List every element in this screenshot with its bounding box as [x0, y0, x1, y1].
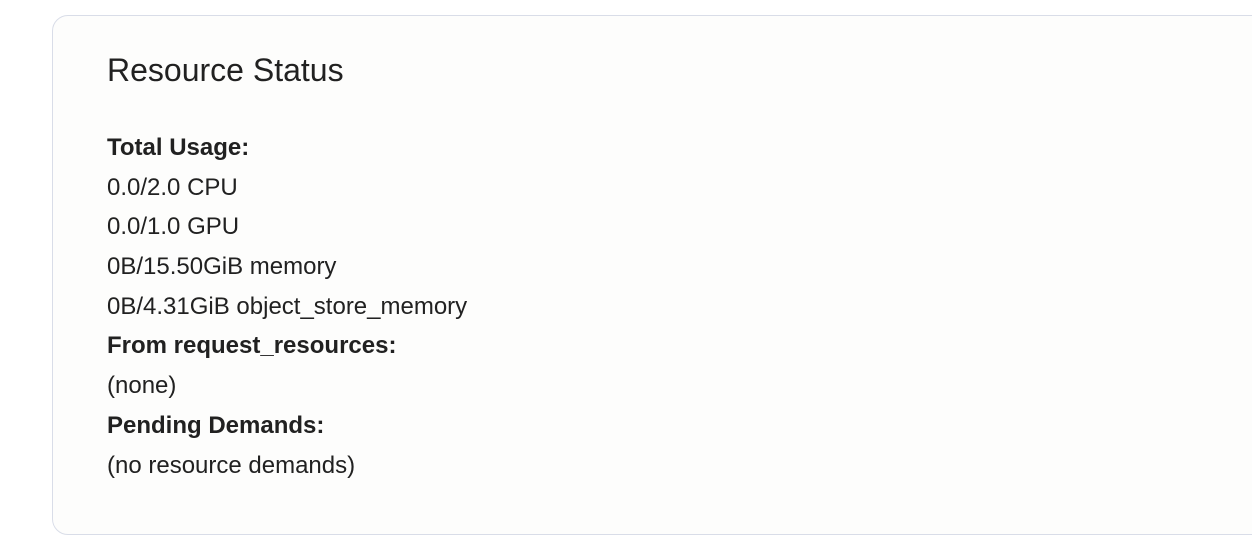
- total-usage-heading: Total Usage:: [107, 134, 250, 161]
- pending-demands-heading: Pending Demands:: [107, 411, 325, 439]
- card-title: Resource Status: [107, 52, 344, 88]
- pending-demands-value: (no resource demands): [107, 451, 356, 479]
- gpu-usage: 0.0/1.0 GPU: [107, 213, 240, 241]
- request-resources-heading: From request_resources:: [107, 332, 397, 360]
- object-store-memory-usage: 0B/4.31GiB object_store_memory: [107, 292, 468, 320]
- cpu-usage: 0.0/2.0 CPU: [107, 173, 238, 201]
- request-resources-value: (none): [107, 372, 177, 400]
- resource-status-text: Total Usage: 0.0/2.0 CPU 0.0/1.0 GPU 0B/…: [107, 128, 467, 485]
- memory-usage: 0B/15.50GiB memory: [107, 253, 337, 281]
- resource-status-card: Resource Status Total Usage: 0.0/2.0 CPU…: [52, 15, 1252, 535]
